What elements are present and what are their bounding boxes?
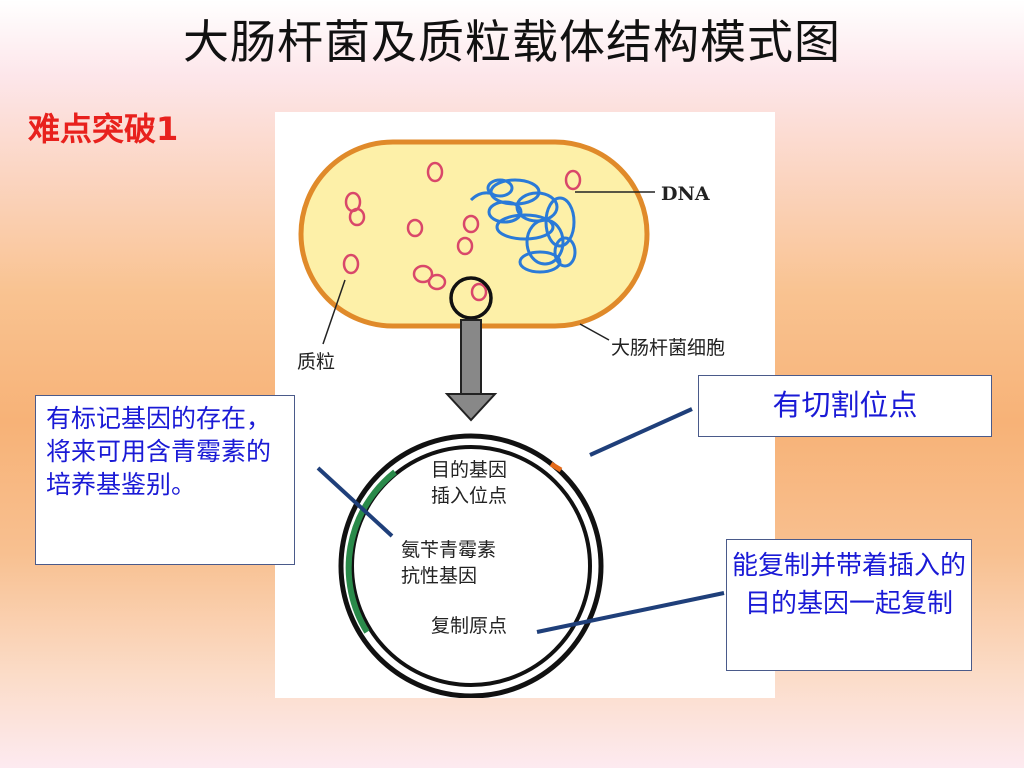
- resistance-gene-segment: [345, 469, 397, 634]
- slide-title: 大肠杆菌及质粒载体结构模式图: [183, 15, 841, 69]
- insertion-site-mark: [549, 461, 563, 473]
- arrow-down: [444, 319, 498, 422]
- resistance-label-1: 氨苄青霉素: [401, 539, 496, 561]
- callout-marker-gene: 有标记基因的存在，将来可用含青霉素的培养基鉴别。: [35, 395, 295, 565]
- highlighted-plasmid: [449, 276, 493, 320]
- slide-subtitle: 难点突破1: [28, 110, 179, 148]
- callout-replication: 能复制并带着插入的目的基因一起复制: [726, 539, 972, 671]
- callout-cut-site: 有切割位点: [698, 375, 992, 437]
- cell-label: 大肠杆菌细胞: [611, 337, 725, 359]
- plasmid-outer-ring: [338, 433, 604, 698]
- plasmid-inner-ring: [350, 445, 592, 687]
- dna-label: DNA: [661, 183, 710, 205]
- insertion-site-label-2: 插入位点: [431, 485, 507, 507]
- resistance-label-2: 抗性基因: [401, 565, 477, 587]
- plasmid-label: 质粒: [297, 351, 335, 373]
- insertion-site-label-1: 目的基因: [431, 459, 507, 481]
- dna-coil: [469, 178, 577, 274]
- bacteria-plasmid-diagram: DNA 大肠杆菌细胞 质粒 目的基因 插入位点 氨苄青霉素 抗性基因 复制原点: [297, 139, 725, 698]
- origin-label: 复制原点: [431, 615, 507, 637]
- plasmid-circles: [342, 161, 582, 302]
